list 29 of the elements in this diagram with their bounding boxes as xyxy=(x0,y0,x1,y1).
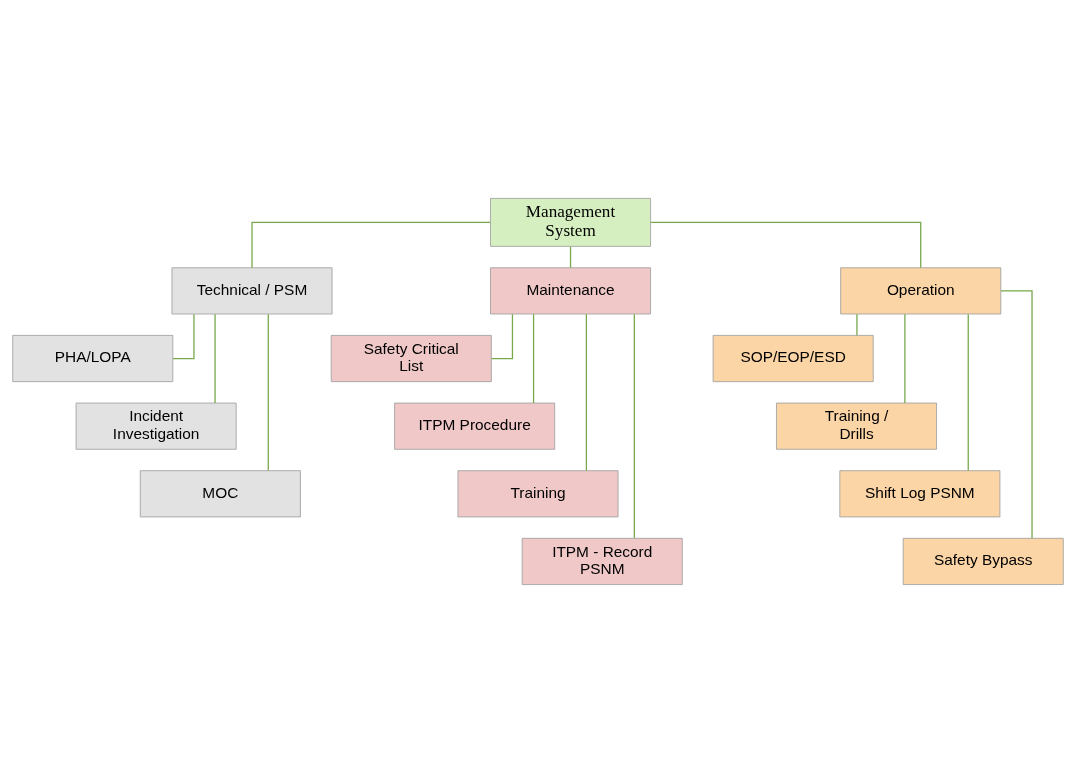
node-box: ITPM Procedure xyxy=(394,402,556,450)
node-box: Incident Investigation xyxy=(75,402,237,450)
node-box: Operation xyxy=(840,266,1002,314)
node-box: PHA/LOPA xyxy=(12,334,174,382)
connector xyxy=(650,221,922,268)
node-box: Training xyxy=(457,469,619,517)
node-box: Training / Drills xyxy=(776,402,937,450)
connector xyxy=(967,313,969,471)
node-box: Safety Bypass xyxy=(902,537,1064,585)
connector xyxy=(172,313,195,359)
connector xyxy=(904,313,906,404)
node-box: Technical / PSM xyxy=(171,266,333,314)
connector xyxy=(251,221,491,268)
connector xyxy=(633,313,635,539)
node-box: Management System xyxy=(490,197,651,247)
node-box: ITPM - Record PSNM xyxy=(521,537,683,585)
connector xyxy=(267,313,269,471)
node-box: SOP/EOP/ESD xyxy=(712,334,874,382)
connector xyxy=(1000,289,1033,539)
connector xyxy=(490,313,514,359)
node-box: Shift Log PSNM xyxy=(839,469,1001,517)
node-box: MOC xyxy=(139,469,301,517)
connector xyxy=(856,313,858,336)
connector xyxy=(214,313,216,404)
connector xyxy=(569,245,572,268)
node-box: Maintenance xyxy=(490,266,651,314)
connector xyxy=(532,313,535,404)
node-box: Safety Critical List xyxy=(330,334,492,382)
connector xyxy=(585,313,587,471)
